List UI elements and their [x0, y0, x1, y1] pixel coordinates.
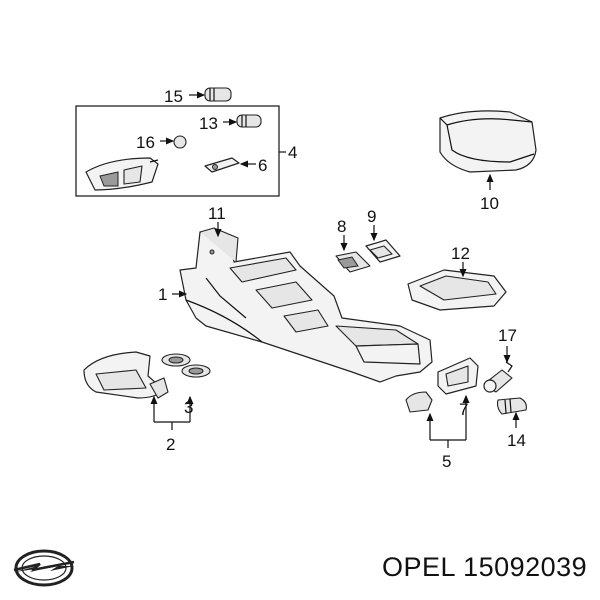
vent-panel	[85, 157, 159, 191]
callout-4: 4	[288, 143, 297, 162]
switch-9	[365, 239, 401, 263]
socket-17	[483, 361, 513, 393]
brand-part-number: OPEL 15092039	[382, 552, 587, 583]
callout-16: 16	[136, 133, 155, 152]
callout-13: 13	[199, 114, 218, 133]
callout-9: 9	[367, 207, 376, 226]
bezel-3	[161, 353, 211, 378]
switch-7	[437, 357, 479, 395]
callout-3: 3	[184, 398, 193, 417]
callout-11: 11	[208, 204, 226, 223]
callout-6: 6	[258, 156, 267, 175]
center-console-1	[179, 227, 433, 383]
callout-17: 17	[498, 326, 517, 345]
switch-8	[335, 251, 371, 273]
tray-12	[407, 269, 507, 311]
switch-6	[204, 157, 240, 173]
callout-10: 10	[480, 194, 499, 213]
trim-panel-2	[83, 351, 169, 399]
brand-name: OPEL	[382, 552, 456, 582]
opel-logo-icon	[13, 549, 75, 587]
bulb-15	[204, 87, 232, 102]
knob-5	[405, 391, 433, 413]
cap-16	[173, 135, 187, 149]
bulb-13	[236, 114, 262, 128]
callout-8: 8	[337, 217, 346, 236]
bulb-14	[496, 397, 527, 415]
callout-12: 12	[451, 244, 470, 263]
callout-7: 7	[459, 400, 468, 419]
storage-box-10	[439, 110, 537, 173]
callout-15: 15	[164, 87, 183, 106]
callout-14: 14	[507, 431, 526, 450]
callout-5: 5	[442, 452, 451, 471]
callout-1: 1	[158, 285, 167, 304]
callout-2: 2	[166, 435, 175, 454]
part-number: 15092039	[463, 552, 588, 582]
group-box-4	[75, 105, 280, 197]
